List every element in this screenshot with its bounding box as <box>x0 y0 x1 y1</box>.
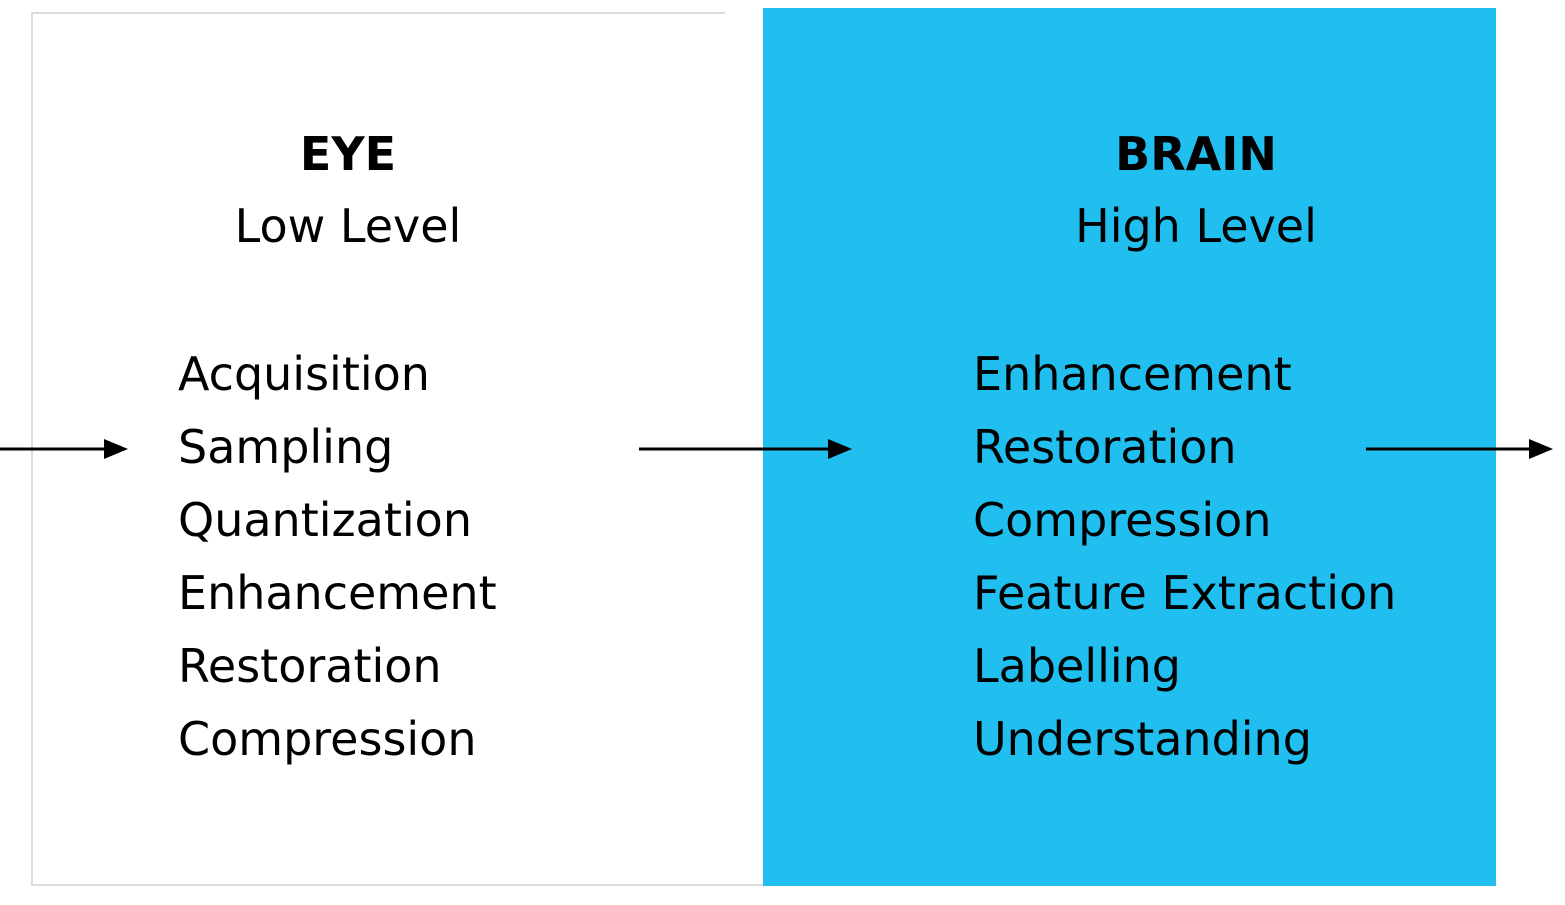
brain-panel <box>763 8 1496 886</box>
brain-stage-enhancement: Enhancement <box>973 347 1292 401</box>
brain-stage-feature-extraction: Feature Extraction <box>973 566 1397 620</box>
eye-stage-sampling: Sampling <box>178 420 394 474</box>
eye-stage-compression: Compression <box>178 712 477 766</box>
brain-stage-list: Enhancement Restoration Compression Feat… <box>973 338 1396 776</box>
eye-heading: EYE Low Level <box>98 118 598 262</box>
brain-stage-restoration: Restoration <box>973 420 1237 474</box>
brain-stage-understanding: Understanding <box>973 712 1312 766</box>
brain-stage-labelling: Labelling <box>973 639 1182 693</box>
brain-heading: BRAIN High Level <box>946 118 1446 262</box>
brain-title: BRAIN <box>1115 127 1277 181</box>
eye-stage-restoration: Restoration <box>178 639 442 693</box>
eye-stage-acquisition: Acquisition <box>178 347 430 401</box>
panel-border-gap <box>725 12 767 14</box>
brain-subtitle: High Level <box>1075 199 1317 253</box>
eye-subtitle: Low Level <box>234 199 462 253</box>
eye-title: EYE <box>299 127 397 181</box>
brain-stage-compression: Compression <box>973 493 1272 547</box>
eye-stage-list: Acquisition Sampling Quantization Enhanc… <box>178 338 497 776</box>
eye-stage-enhancement: Enhancement <box>178 566 497 620</box>
eye-stage-quantization: Quantization <box>178 493 472 547</box>
